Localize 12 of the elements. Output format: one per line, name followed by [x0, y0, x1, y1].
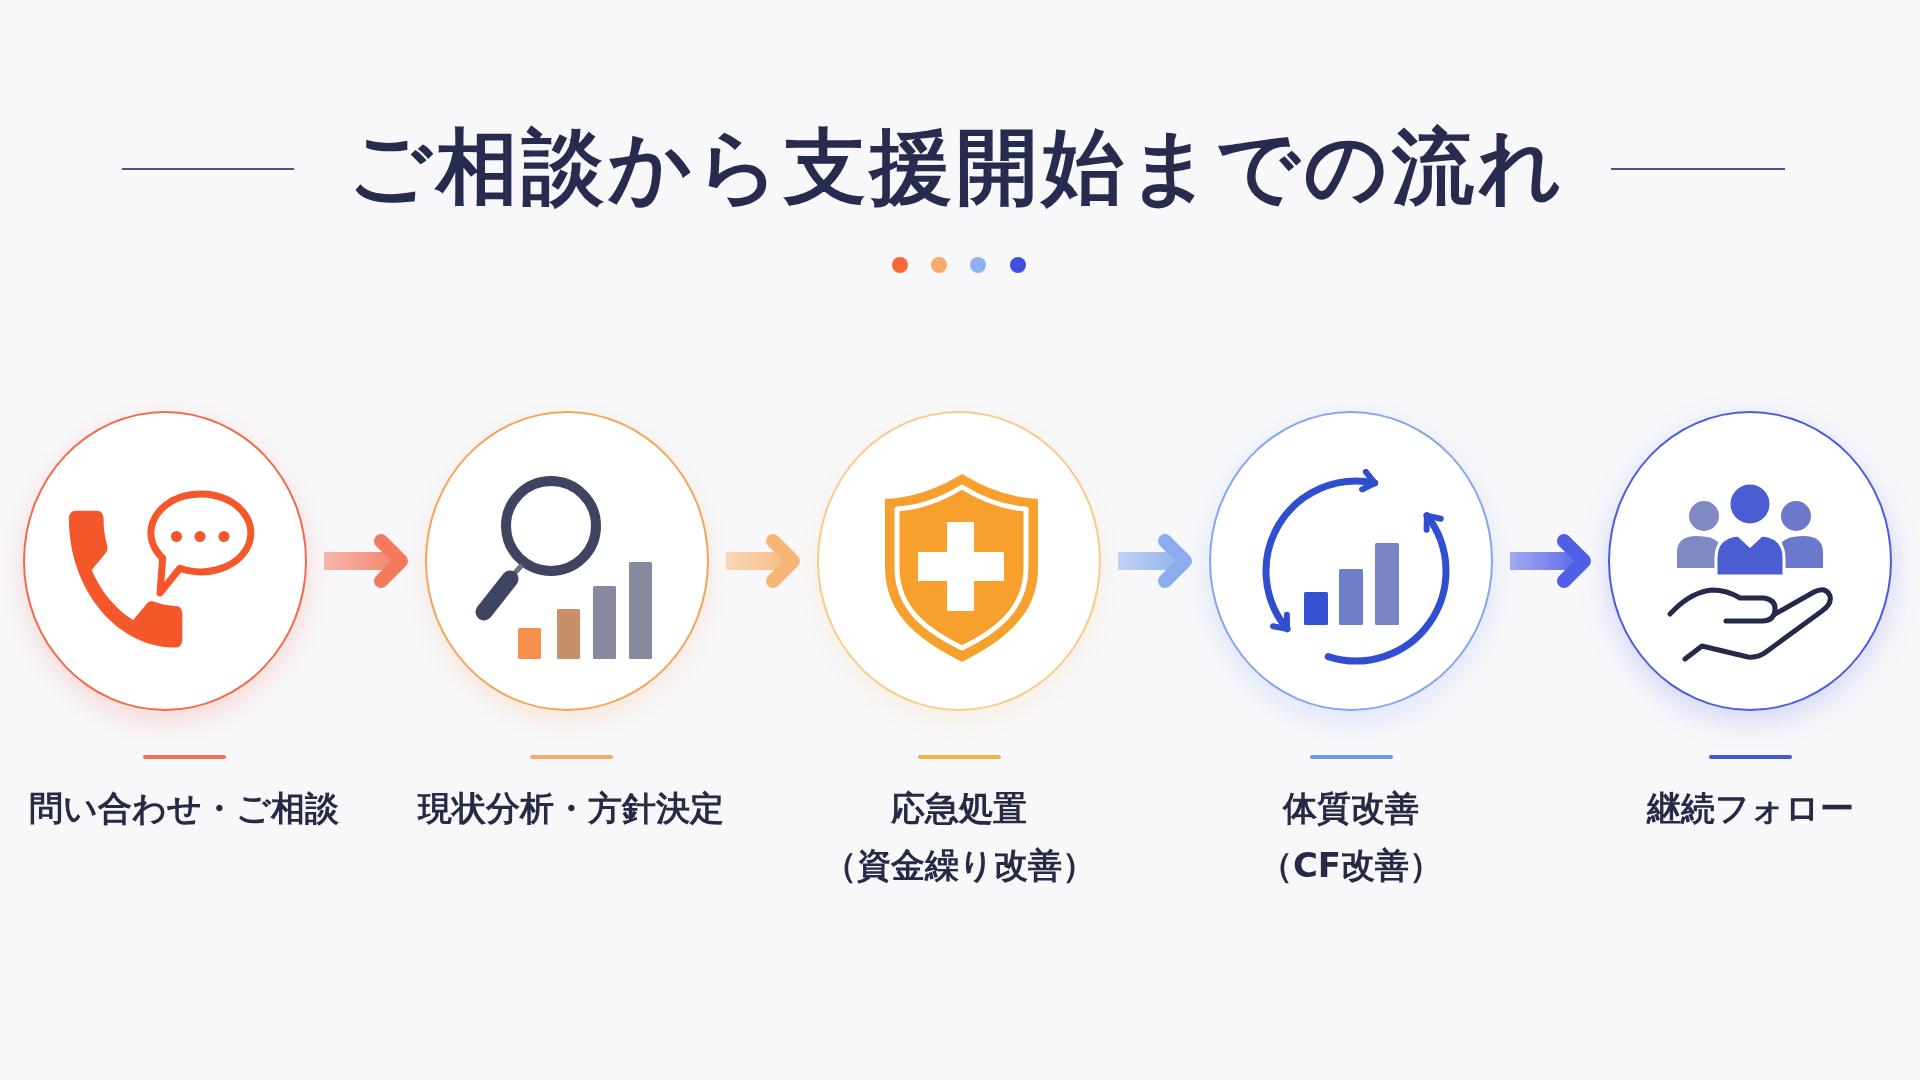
- step-label: 継続フォロー: [1646, 788, 1854, 829]
- step-label: 体質改善: [1283, 788, 1419, 829]
- step-label: 現状分析・方針決定: [418, 788, 724, 829]
- step-label: 応急処置: [891, 788, 1027, 829]
- flow-arrow: [1118, 534, 1192, 588]
- title: ご相談から支援開始までの流れ: [348, 118, 1566, 216]
- step-sublabel: （資金繰り改善）: [822, 845, 1096, 886]
- flow-arrow: [726, 534, 800, 588]
- step-label: 問い合わせ・ご相談: [29, 788, 339, 829]
- flow-arrow: [1510, 534, 1591, 588]
- step-sublabel: （CF改善）: [1258, 845, 1444, 886]
- flow-arrow: [324, 534, 408, 588]
